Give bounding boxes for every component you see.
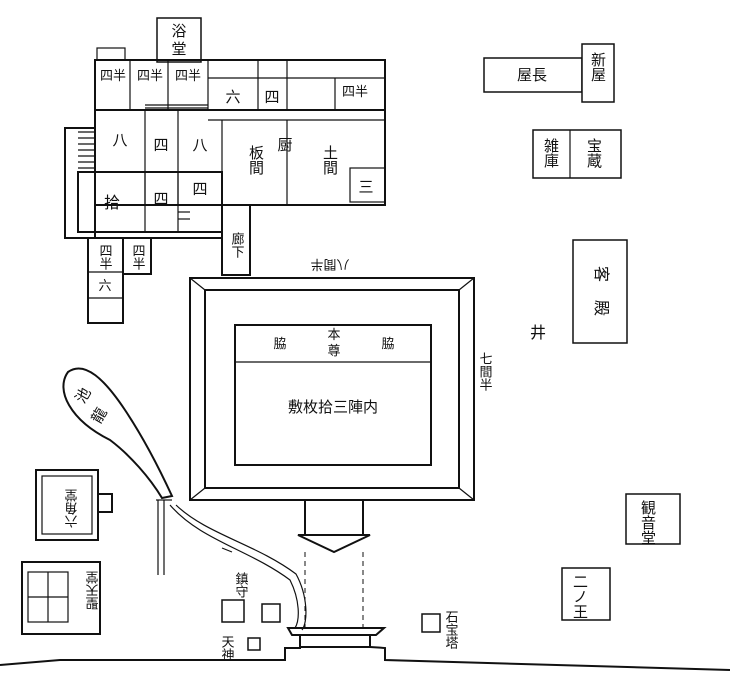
residence-complex: 浴 堂 — [64, 17, 386, 324]
ninomon-label: 二ノ王 — [571, 574, 589, 619]
room-san: 三 — [358, 178, 373, 196]
room-doma: 土間 — [321, 145, 339, 176]
room-kuri: 厨 — [277, 136, 292, 154]
well-mark: 井 — [530, 323, 546, 342]
rokkakudo-label: 六角堂 — [65, 489, 81, 528]
naijin-label: 敷枚拾三陣内 — [288, 398, 378, 416]
room-hachi-2: 八 — [192, 136, 207, 154]
ishi-hoto-box — [421, 613, 441, 633]
room-roku-1: 六 — [225, 88, 240, 106]
naijin-outline — [234, 324, 432, 466]
stair-hatching — [78, 104, 208, 220]
south-annex-outline — [87, 237, 124, 324]
room-yonhan-2: 四半 — [137, 69, 163, 84]
storehouse-outline — [532, 129, 622, 179]
honzon-label-1: 本 — [327, 328, 340, 343]
corridor-outline — [221, 204, 251, 276]
kyakuden-outline — [572, 239, 628, 344]
ishi-hoto-label: 石宝塔 — [443, 610, 459, 649]
tenjin-shrine — [247, 637, 261, 651]
hozo-label: 宝蔵 — [585, 138, 603, 169]
pond-label-2: 龍 — [88, 404, 111, 426]
room-yon-2: 四 — [153, 136, 168, 154]
room-yonhan-6: 四半 — [130, 244, 146, 270]
waki-left-label: 脇 — [273, 337, 286, 352]
lower-wing-outline — [77, 171, 223, 233]
bathhouse-label-2: 堂 — [171, 40, 186, 58]
chinju-shrine-1 — [221, 599, 245, 623]
tenjin-label: 天神 — [219, 635, 235, 661]
boundary-wall — [0, 646, 730, 671]
hall-entrance — [304, 499, 364, 536]
room-yonhan-4: 四半 — [342, 85, 368, 100]
bathhouse-outline — [156, 17, 202, 63]
kannondo-label: 観音堂 — [639, 500, 657, 545]
ninomon-outline — [561, 567, 611, 621]
shin-ya-label: 新屋 — [589, 52, 607, 82]
bathhouse-label-1: 浴 — [171, 22, 186, 40]
pond-outline — [62, 367, 174, 500]
room-ju: 拾 — [104, 193, 120, 212]
left-features: 池 龍 六角堂 聖天堂 鎮守 天神 — [21, 367, 307, 661]
honzon-label-2: 尊 — [327, 343, 340, 359]
entrance-step — [297, 534, 371, 554]
kannondo-outline — [625, 493, 681, 545]
room-yon-4: 四 — [192, 180, 207, 198]
shin-ya-outline — [581, 43, 615, 103]
main-hall: 本 尊 脇 脇 敷枚拾三陣内 八間半 七間半 — [189, 256, 493, 628]
zoko-label: 雑庫 — [542, 138, 560, 168]
dim-top-label: 八間半 — [310, 256, 349, 271]
middle-wing-outline — [94, 109, 386, 206]
nagaya-label: 屋長 — [517, 66, 547, 84]
shotendo-outer — [21, 561, 101, 635]
gate-and-wall — [0, 627, 730, 671]
room-yon-3: 四 — [153, 190, 168, 208]
chinju-shrine-2 — [261, 603, 281, 623]
main-hall-inner — [204, 289, 460, 489]
room-labels: 四半 四半 四半 六 四 四半 八 四 八 板間 厨 土間 三 拾 四 四 廊下… — [97, 69, 374, 294]
dim-right-label: 七間半 — [477, 352, 493, 391]
room-itama: 板間 — [247, 144, 265, 176]
room-yonhan-3: 四半 — [175, 69, 201, 84]
room-roka: 廊下 — [229, 231, 245, 258]
room-roku-2: 六 — [98, 279, 111, 294]
south-annex-side — [122, 237, 152, 275]
kyakuden-label-2: 殿 — [592, 300, 611, 316]
kyakuden-label-1: 客 — [592, 266, 611, 282]
chinju-label: 鎮守 — [233, 571, 249, 598]
room-yon-1: 四 — [264, 88, 279, 106]
room-yonhan-5: 四半 — [97, 244, 113, 270]
room-yonhan-1: 四半 — [100, 69, 126, 84]
outbuildings: 屋長 新屋 雑庫 宝蔵 客 殿 井 観音堂 二ノ王 石宝塔 — [421, 43, 681, 649]
room-hachi-1: 八 — [112, 131, 127, 149]
shotendo-label: 聖天堂 — [86, 571, 102, 610]
gate-base — [299, 634, 371, 648]
waki-right-label: 脇 — [381, 337, 394, 352]
pond-label-1: 池 — [72, 384, 95, 406]
